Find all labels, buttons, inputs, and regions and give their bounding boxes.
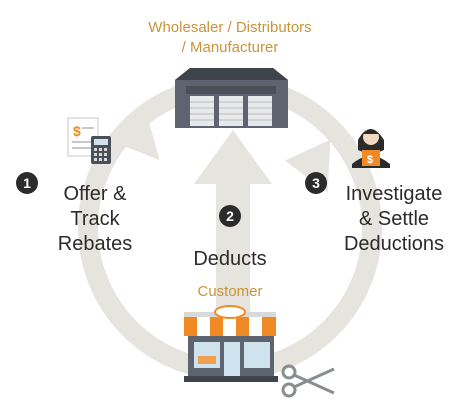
step-2-label: Deducts xyxy=(193,248,267,270)
step-3-badge: 3 xyxy=(305,172,327,194)
step-1-line1: Offer & xyxy=(63,183,127,205)
step-1-label: Offer & Track Rebates xyxy=(40,182,150,257)
cycle-arrowhead-left xyxy=(106,107,160,161)
step-3-label: Investigate & Settle Deductions xyxy=(330,182,458,257)
wholesaler-label-line1: Wholesaler / Distributors xyxy=(148,19,312,36)
step-3-line2: & Settle xyxy=(358,208,430,230)
wholesaler-label: Wholesaler / Distributors / Manufacturer xyxy=(110,18,350,58)
step-1-line3: Rebates xyxy=(57,233,133,255)
customer-label: Customer xyxy=(197,283,263,300)
step-2-badge: 2 xyxy=(219,205,241,227)
step-1-badge: 1 xyxy=(16,172,38,194)
step-1-line2: Track xyxy=(70,208,120,230)
step-3-line1: Investigate xyxy=(345,183,443,205)
svg-text:$: $ xyxy=(367,154,373,166)
step-3-line3: Deductions xyxy=(343,233,445,255)
svg-text:$: $ xyxy=(73,123,81,139)
wholesaler-label-line2: / Manufacturer xyxy=(181,39,279,56)
center-arrow-head xyxy=(194,130,272,184)
